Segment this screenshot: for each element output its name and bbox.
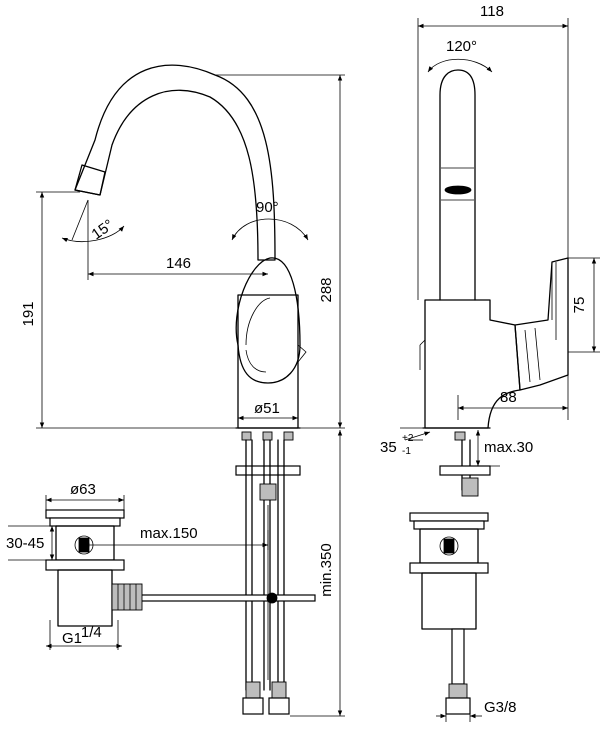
rod-clamp <box>259 483 277 501</box>
label-90: 90° <box>256 199 279 216</box>
side-nut <box>454 431 466 441</box>
linkage-joint <box>266 592 278 604</box>
dim-120-arc <box>427 59 493 73</box>
label-max150: max.150 <box>140 525 198 542</box>
label-15: 15° <box>89 216 117 243</box>
dimension-labels: 118 120° 90° 15° 146 288 191 ø51 75 88 3… <box>6 3 588 716</box>
label-63: ø63 <box>70 481 96 498</box>
side-waste-pipe <box>451 628 465 685</box>
front-waste-flange <box>45 509 125 519</box>
label-288: 288 <box>318 277 335 302</box>
front-waste <box>45 509 143 627</box>
dim-15-arc <box>61 225 125 243</box>
front-handle <box>235 257 301 384</box>
front-aerator <box>74 164 106 196</box>
linkage-rod <box>139 594 316 602</box>
label-120: 120° <box>446 38 477 55</box>
label-191: 191 <box>20 301 37 326</box>
label-max30: max.30 <box>484 439 533 456</box>
label-88: 88 <box>500 389 517 406</box>
front-waste-tail <box>57 569 113 627</box>
label-146: 146 <box>166 255 191 272</box>
dim-35-arrow <box>404 431 431 441</box>
label-35-minus: -1 <box>402 446 411 457</box>
label-g38: G3/8 <box>484 699 517 716</box>
front-waste-side-outlet <box>111 583 143 611</box>
side-handle <box>514 257 569 391</box>
label-min350: min.350 <box>318 543 335 596</box>
side-waste-tail <box>421 572 477 630</box>
front-nut-left <box>241 431 252 441</box>
side-body <box>424 299 521 429</box>
front-nut-right <box>283 431 294 441</box>
label-35-plus: +2 <box>402 433 414 444</box>
dim-90-arc <box>231 218 309 241</box>
side-waste <box>409 512 489 715</box>
hose-fitting-right <box>271 681 287 699</box>
label-g114: G11/4 <box>62 624 102 647</box>
side-spout <box>439 69 476 301</box>
label-51: ø51 <box>254 400 280 417</box>
side-waste-nut <box>448 683 468 699</box>
front-view-faucet <box>74 64 316 715</box>
front-nut-mid <box>262 431 273 441</box>
side-mount-plate <box>439 465 491 476</box>
front-mount-plate <box>235 465 301 476</box>
label-3045: 30-45 <box>6 535 44 552</box>
label-118: 118 <box>480 3 504 20</box>
hose-fitting-left <box>245 681 261 699</box>
dimension-lines <box>8 18 600 722</box>
front-spout <box>74 64 276 261</box>
side-aerator <box>444 185 472 195</box>
side-view-faucet <box>419 69 569 497</box>
label-35: 35 <box>380 439 397 456</box>
side-waste-flange <box>409 512 489 522</box>
label-75: 75 <box>571 297 588 314</box>
